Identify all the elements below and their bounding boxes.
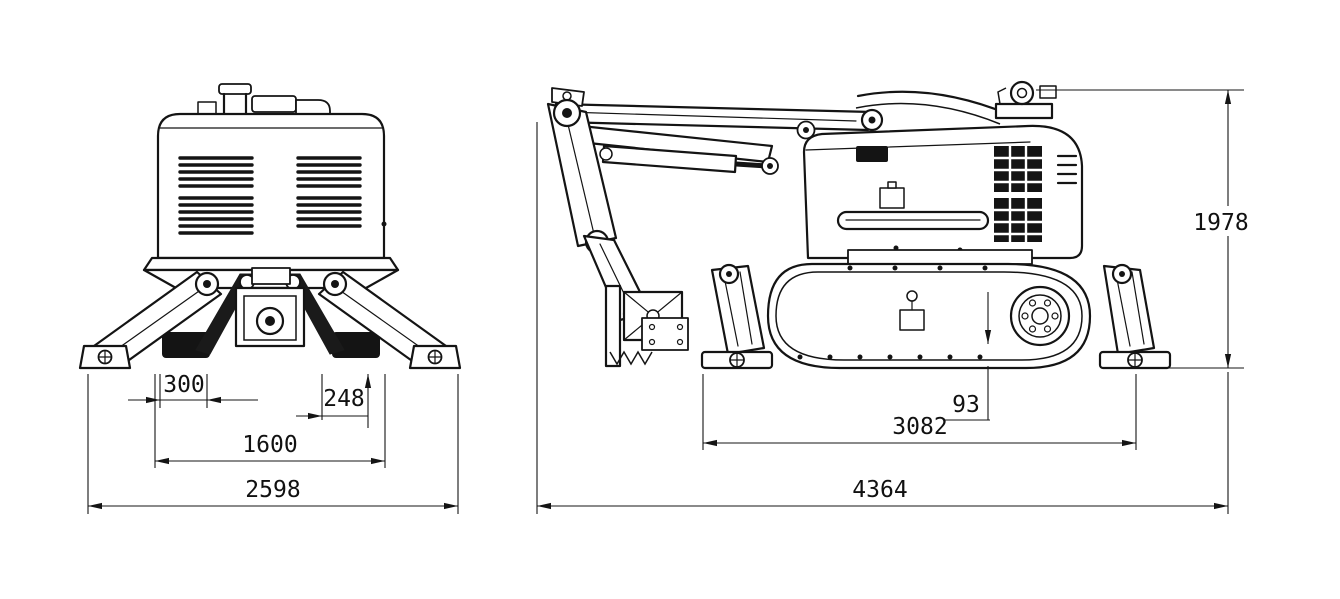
vent-grille-left-lower — [178, 196, 254, 235]
dim-label-1600: 1600 — [242, 432, 297, 458]
dim-label-1978: 1978 — [1193, 210, 1248, 236]
support-leg-front — [700, 263, 774, 370]
dimension-248: 248 — [296, 374, 372, 428]
dimension-1978: 1978 — [1036, 89, 1252, 369]
dimension-3082: 3082 — [702, 374, 1137, 450]
dimension-4364: 4364 — [536, 122, 1229, 514]
track-pad-left — [162, 332, 210, 358]
dimension-93: 93 — [944, 292, 992, 421]
vent-grille-left-upper — [178, 156, 254, 188]
outrigger-right — [317, 270, 462, 370]
vent-grille-right-upper — [296, 156, 362, 188]
crawler-track — [766, 262, 1092, 370]
engine-housing — [156, 112, 387, 260]
dim-label-3082: 3082 — [892, 414, 947, 440]
front-view: 300 248 1600 2598 — [78, 83, 462, 514]
body-vent-block — [994, 146, 1042, 242]
dim-label-93: 93 — [952, 392, 980, 418]
dimension-2598: 2598 — [87, 374, 459, 514]
support-leg-rear — [1098, 263, 1172, 370]
vent-grille-right-lower — [296, 196, 362, 228]
dim-label-2598: 2598 — [245, 477, 300, 503]
top-component — [994, 80, 1057, 120]
dimension-300: 300 — [128, 372, 258, 408]
center-gearbox — [234, 267, 306, 348]
dim-label-300: 300 — [163, 372, 205, 398]
side-view: 93 3082 4364 1978 — [536, 80, 1252, 514]
dimension-1600: 1600 — [154, 374, 386, 468]
outrigger-left — [78, 270, 223, 370]
tool-attachment — [604, 284, 689, 368]
dim-label-248: 248 — [323, 386, 365, 412]
dim-label-backplate — [1190, 206, 1252, 236]
track-pad-right — [332, 332, 380, 358]
dim-label-4364: 4364 — [852, 477, 907, 503]
